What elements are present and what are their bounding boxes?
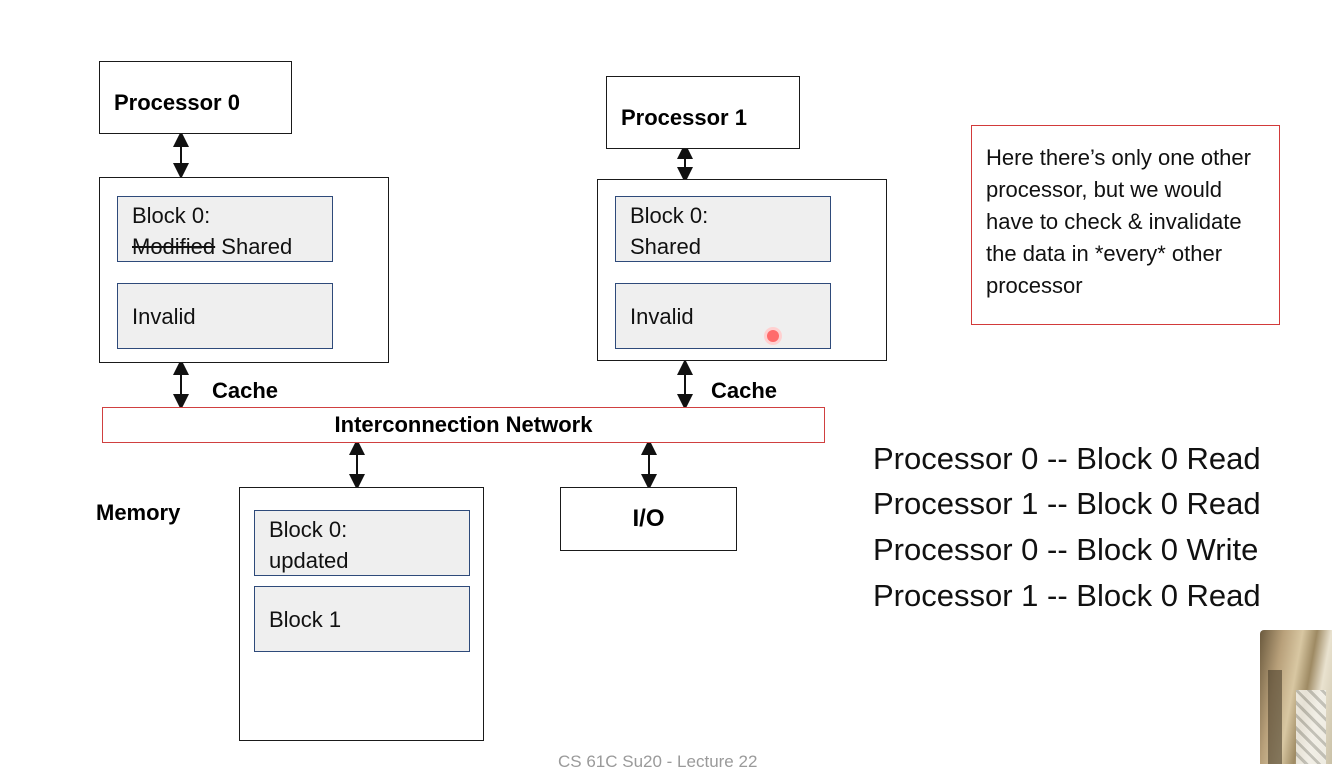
pointer-dot [767,330,779,342]
note-box: Here there’s only one other processor, b… [971,125,1280,325]
memory-block-1: Block 1 [254,586,470,652]
cache-1-block-0: Block 0: Shared [615,196,831,262]
note-text: Here there’s only one other processor, b… [986,145,1251,298]
cache-0-old-state: Modified [132,234,216,259]
cache-0-new-state: Shared [221,234,293,259]
memory-block-0-line1: Block 0: [269,517,348,542]
sequence-step-3: Processor 0 -- Block 0 Write [873,532,1259,567]
processor-1-title: Processor 1 [621,105,747,130]
memory-block-0: Block 0: updated [254,510,470,576]
processor-1-box: Processor 1 [606,76,800,149]
cache-1-label: Cache [711,378,778,403]
slide-footer: CS 61C Su20 - Lecture 22 [558,752,758,771]
cache-0-block-0-state: Modified Shared [132,231,332,262]
sequence-step-2: Processor 1 -- Block 0 Read [873,486,1261,521]
cache-0-slot-invalid: Invalid [117,283,333,349]
io-label: I/O [632,505,665,532]
cache-0-slot-invalid-label: Invalid [132,303,196,329]
memory-block-0-line2: updated [269,548,349,573]
processor-0-title: Processor 0 [114,90,240,115]
sequence-step-4: Processor 1 -- Block 0 Read [873,578,1261,613]
cache-1-block-0-state: Shared [630,234,701,259]
processor-0-box: Processor 0 [99,61,292,134]
webcam-thumbnail [1260,630,1332,764]
cache-0-block-0-line1: Block 0: [132,203,211,228]
cache-0-box: Block 0: Modified Shared Invalid [99,177,389,363]
cache-1-block-0-line1: Block 0: [630,203,709,228]
webcam-door [1268,670,1282,764]
io-box: I/O [560,487,737,551]
memory-label: Memory [96,500,181,525]
cache-0-label: Cache [212,378,279,403]
cache-1-box: Block 0: Shared Invalid [597,179,887,361]
sequence-step-1: Processor 0 -- Block 0 Read [873,441,1261,476]
memory-block-1-label: Block 1 [269,606,342,632]
interconnection-network-label: Interconnection Network [334,412,593,437]
cache-1-slot-invalid-label: Invalid [630,303,694,329]
webcam-wall-panel [1296,690,1326,764]
cache-0-block-0: Block 0: Modified Shared [117,196,333,262]
memory-box: Block 0: updated Block 1 [239,487,484,741]
interconnection-network: Interconnection Network [102,407,825,443]
cache-1-slot-invalid: Invalid [615,283,831,349]
